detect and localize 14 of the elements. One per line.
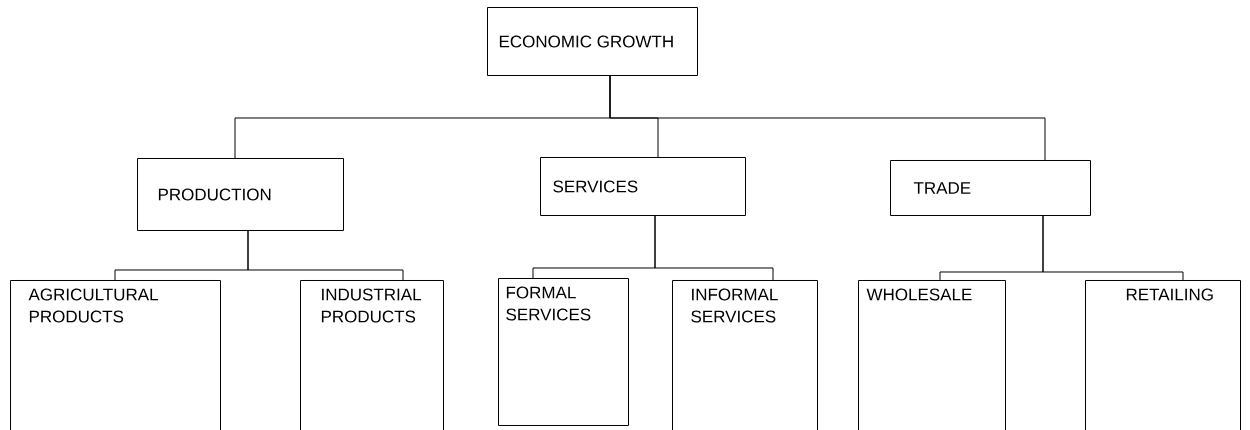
box: RETAILING (1085, 280, 1241, 430)
box: TRADE (890, 160, 1091, 216)
connector (609, 75, 1046, 161)
box: INFORMAL SERVICES (672, 280, 818, 430)
box: SERVICES (540, 157, 746, 216)
box: ECONOMIC GROWTH (487, 7, 698, 76)
box: FORMAL SERVICES (498, 278, 629, 426)
connector (654, 215, 774, 281)
box: INDUSTRIAL PRODUCTS (300, 280, 444, 430)
box: WHOLESALE (858, 280, 1006, 430)
connector (1042, 215, 1184, 281)
box: AGRICULTURAL PRODUCTS (10, 280, 221, 430)
connector (247, 230, 404, 281)
box: PRODUCTION (137, 158, 344, 231)
